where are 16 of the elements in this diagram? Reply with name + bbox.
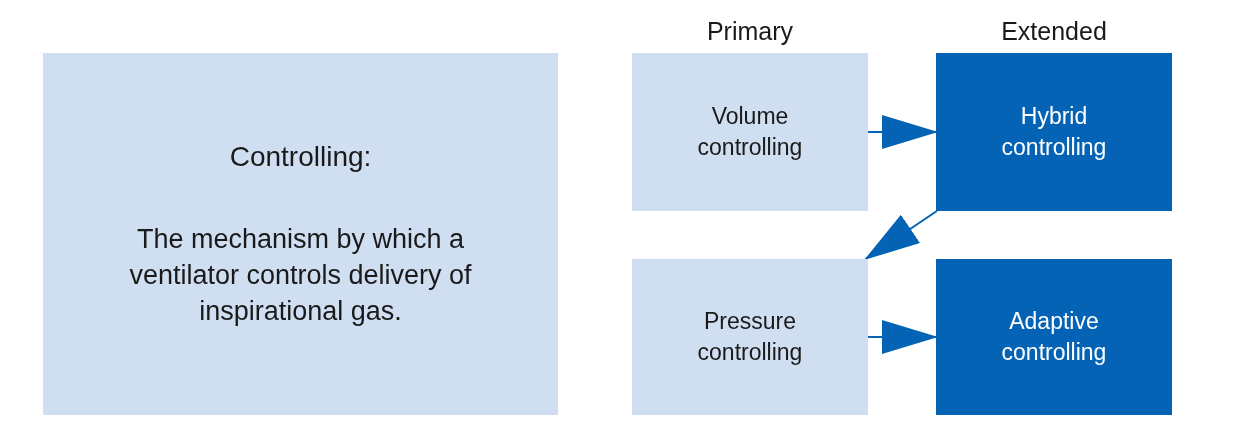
box-heading: Controlling:	[229, 140, 372, 174]
box-text: Adaptive controlling	[1000, 307, 1108, 367]
arrow	[867, 320, 938, 354]
arrow	[867, 115, 938, 149]
arrow	[864, 210, 938, 261]
column-heading: Extended	[1001, 16, 1107, 48]
process-box	[936, 53, 1172, 211]
process-box	[936, 259, 1172, 415]
box-text: The mechanism by which a ventilator controls delivery of inspirational gas.	[128, 223, 473, 328]
box-text: Pressure controlling	[696, 307, 804, 367]
column-heading: Primary	[706, 16, 794, 48]
process-box	[43, 53, 558, 415]
process-box	[632, 53, 868, 211]
box-text: Volume controlling	[696, 102, 804, 162]
process-box	[632, 259, 868, 415]
box-text: Hybrid controlling	[1000, 102, 1108, 162]
